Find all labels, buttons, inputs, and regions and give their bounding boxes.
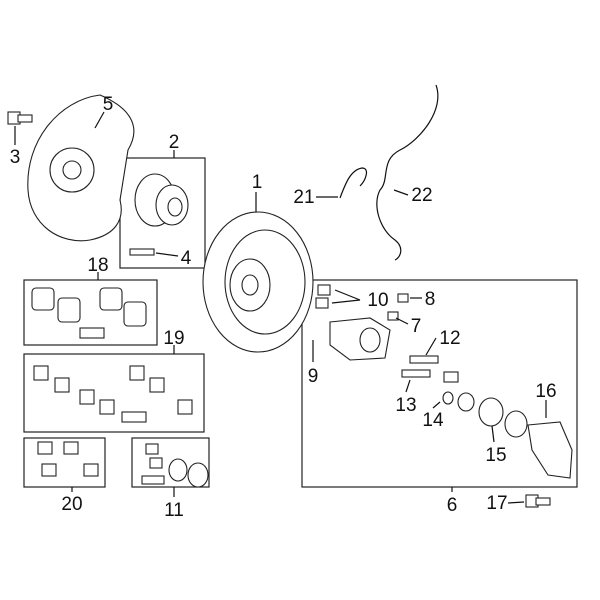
callout-5: 5 xyxy=(103,94,114,115)
callout-9: 9 xyxy=(308,366,319,387)
callout-15: 15 xyxy=(485,445,506,466)
brake-pads xyxy=(31,287,147,339)
callout-3: 3 xyxy=(10,147,21,168)
callout-19: 19 xyxy=(163,328,184,349)
sensor-wire-21 xyxy=(339,167,368,199)
callout-11: 11 xyxy=(164,500,184,521)
clips xyxy=(37,441,99,477)
seal-kit-box-11 xyxy=(131,437,210,488)
hub-bearing xyxy=(129,173,189,256)
seal-kit xyxy=(141,443,209,488)
callout-8: 8 xyxy=(425,289,436,310)
sensor-wire-22 xyxy=(376,84,439,261)
callout-22: 22 xyxy=(411,185,432,206)
callout-21: 21 xyxy=(293,187,314,208)
pad-box-18 xyxy=(23,279,158,346)
callout-12: 12 xyxy=(439,328,460,349)
callout-6: 6 xyxy=(447,495,458,516)
callout-17: 17 xyxy=(486,493,507,514)
callout-18: 18 xyxy=(87,255,108,276)
callout-16: 16 xyxy=(535,381,556,402)
brake-rotor xyxy=(202,211,314,353)
caliper-parts xyxy=(315,284,573,508)
callout-7: 7 xyxy=(411,316,422,337)
callout-2: 2 xyxy=(169,132,180,153)
callout-14: 14 xyxy=(422,410,444,431)
hardware-box-19 xyxy=(23,353,205,433)
clips-box-20 xyxy=(23,437,106,488)
dust-shield xyxy=(27,94,135,242)
leader-lines xyxy=(14,111,547,504)
callout-4: 4 xyxy=(181,248,192,269)
callout-1: 1 xyxy=(252,172,263,193)
bolt-3 xyxy=(7,111,33,125)
callout-10: 10 xyxy=(367,290,388,311)
caliper-box-6 xyxy=(301,279,578,488)
callout-13: 13 xyxy=(395,395,416,416)
callout-20: 20 xyxy=(61,494,82,515)
hardware-kit xyxy=(33,365,193,423)
